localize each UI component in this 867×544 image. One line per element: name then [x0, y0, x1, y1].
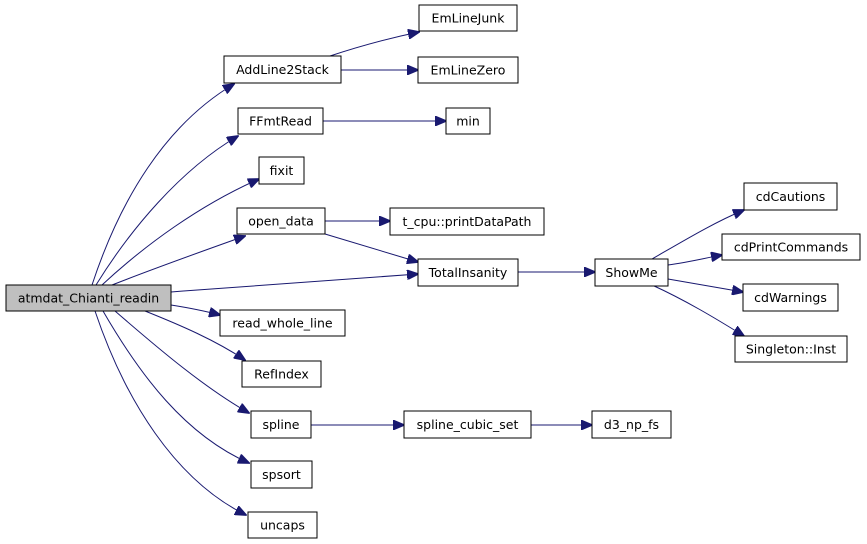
node-label: d3_np_fs	[604, 417, 659, 432]
edge-root-spsort	[102, 310, 249, 463]
node-read-whole-line[interactable]: read_whole_line	[219, 309, 346, 337]
edge-root-spline	[114, 310, 249, 413]
node-printdatapath[interactable]: t_cpu::printDataPath	[389, 207, 545, 236]
node-addline2stack[interactable]: AddLine2Stack	[223, 55, 342, 84]
node-label: EmLineJunk	[432, 11, 506, 26]
edge-showme-cdprintcommands	[667, 255, 722, 266]
node-open-data[interactable]: open_data	[236, 207, 326, 235]
edge-root-fixit	[101, 179, 259, 286]
node-label: fixit	[270, 163, 294, 178]
edge-showme-cdcautions	[651, 210, 744, 260]
node-label: cdCautions	[756, 189, 826, 204]
edge-root-refindex	[144, 310, 245, 360]
edge-showme-cdwarnings	[667, 278, 743, 292]
edge-root-uncaps	[94, 310, 246, 515]
edge-root-open_data	[111, 236, 245, 286]
node-singleton-inst[interactable]: Singleton::Inst	[734, 335, 848, 363]
node-label: t_cpu::printDataPath	[403, 214, 532, 229]
node-cdwarnings[interactable]: cdWarnings	[742, 283, 839, 312]
node-label: TotalInsanity	[428, 265, 508, 280]
node-uncaps[interactable]: uncaps	[247, 511, 318, 539]
node-d3-np-fs[interactable]: d3_np_fs	[591, 410, 672, 439]
node-label: EmLineZero	[431, 63, 506, 78]
node-spline[interactable]: spline	[250, 410, 312, 439]
node-spline-cubic-set[interactable]: spline_cubic_set	[403, 410, 532, 439]
node-ffmtread[interactable]: FFmtRead	[237, 107, 324, 135]
node-cdcautions[interactable]: cdCautions	[743, 182, 838, 211]
node-cdprintcommands[interactable]: cdPrintCommands	[721, 233, 861, 261]
node-min[interactable]: min	[445, 107, 491, 135]
node-atmdat-chianti-readin[interactable]: atmdat_Chianti_readin	[5, 284, 172, 312]
node-label: spline_cubic_set	[417, 417, 519, 432]
node-label: atmdat_Chianti_readin	[18, 291, 159, 306]
node-label: spline	[262, 417, 299, 432]
edges	[91, 32, 744, 515]
edge-root-ffmtread	[95, 136, 238, 286]
node-label: cdPrintCommands	[734, 240, 848, 255]
edge-root-addline2stack	[91, 84, 234, 286]
node-label: RefIndex	[254, 367, 309, 382]
node-emlinezero[interactable]: EmLineZero	[417, 56, 519, 84]
node-label: spsort	[262, 467, 301, 482]
node-label: Singleton::Inst	[746, 342, 836, 357]
node-refindex[interactable]: RefIndex	[241, 360, 322, 388]
edge-root-read_whole_line	[170, 304, 220, 315]
node-label: AddLine2Stack	[236, 62, 330, 77]
node-label: read_whole_line	[232, 316, 332, 331]
node-showme[interactable]: ShowMe	[594, 258, 669, 287]
edge-showme-singleton_inst	[651, 284, 744, 336]
node-emlinejunk[interactable]: EmLineJunk	[418, 4, 518, 32]
node-fixit[interactable]: fixit	[258, 156, 305, 185]
node-label: FFmtRead	[249, 114, 312, 129]
node-label: min	[456, 114, 480, 129]
edge-addline2stack-emlinejunk	[329, 32, 419, 57]
edge-root-totalinsanity	[170, 274, 418, 293]
node-spsort[interactable]: spsort	[250, 460, 313, 489]
edge-open_data-totalinsanity	[324, 233, 418, 262]
node-totalinsanity[interactable]: TotalInsanity	[417, 258, 519, 287]
node-label: open_data	[248, 214, 314, 229]
node-label: uncaps	[260, 518, 305, 533]
node-label: ShowMe	[605, 265, 658, 280]
node-label: cdWarnings	[754, 290, 827, 305]
